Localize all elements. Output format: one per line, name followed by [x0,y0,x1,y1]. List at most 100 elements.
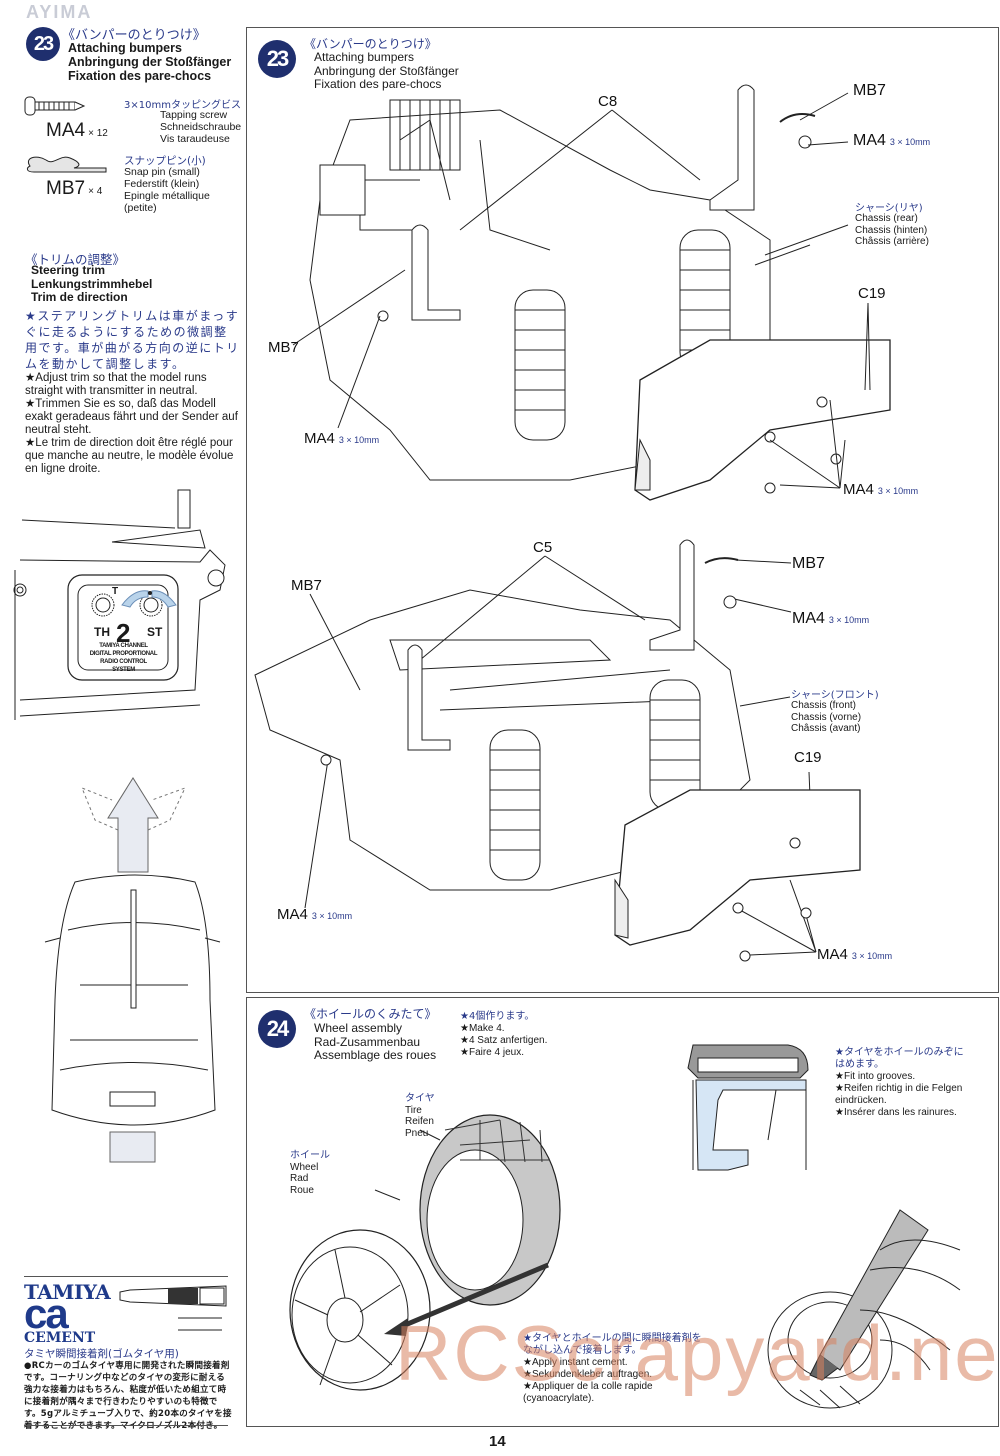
part-code: MA4 [304,430,335,447]
part-spec: 3 × 10mm [877,486,919,496]
steering-trim-knob-icon [139,593,163,617]
label-rear-mb7-left: MB7 [268,339,299,356]
tire-fr: Pneu [405,1127,429,1139]
cement-ad-brand: TAMIYA [24,1280,111,1304]
transmitter-channel-number: 2 [116,618,131,648]
part-code: MA4 [843,481,874,498]
step-23-main-badge: 23 [258,40,296,78]
part-name-de: Federstift (klein) [124,178,200,190]
transmitter-line: TAMIYA CHANNEL [99,643,148,649]
tire-wheel-illustration [289,1114,561,1391]
step-23-title-en: Attaching bumpers [68,41,182,55]
cement-ad-logo: ca [24,1290,69,1337]
part-ma4-names: Tapping screw Schneidschraube Vis taraud… [160,109,241,145]
make-note-fr: ★Faire 4 jeux. [460,1047,524,1058]
part-spec: 3 × 10mm [311,911,353,921]
step-24-make-notes: ★4個作ります。 ★Make 4. ★4 Satz anfertigen. ★F… [460,1011,547,1059]
part-code: MA4 [277,906,308,923]
part-code: MB7 [46,178,86,199]
transmitter-line: SYSTEM [112,667,135,673]
throttle-trim-knob-icon [91,593,115,617]
transmitter-line: RADIO CONTROL [100,659,147,665]
label-wheel: ホイール Wheel Rad Roue [290,1150,330,1196]
watermark: RCScrapyard.net [395,1309,1000,1397]
groove-note-de: ★Reifen richtig in die Felgen eindrücken… [835,1083,963,1106]
label-front-mb7-right: MB7 [792,555,825,572]
chassis-de: Chassis (hinten) [855,224,928,236]
cement-note-fr: ★Appliquer de la colle rapide [523,1381,653,1392]
chassis-en: Chassis (front) [791,700,857,711]
rear-shock-left [514,289,566,441]
label-rear-chassis-jp: シャーシ(リヤ) [855,203,923,214]
step-23-main-title-de: Anbringung der Stoßfänger [314,63,459,78]
part-qty: × 12 [88,128,108,139]
trim-note-en: ★Adjust trim so that the model runs stra… [25,372,207,397]
cement-note-fr-cont: (cyanoacrylate). [523,1393,595,1404]
trim-title-en: Steering trim [31,263,106,277]
part-mb7-spec: スナップピン(小) [124,155,206,167]
front-chassis-illustration [254,539,861,962]
cement-note-en: ★Apply instant cement. [523,1357,628,1368]
label-rear-mb7-right: MB7 [853,82,886,99]
label-front-chassis: Chassis (front) Chassis (vorne) Châssis … [791,700,861,735]
chassis-fr: Châssis (arrière) [855,236,929,247]
part-name-en: Tapping screw [160,109,228,121]
cement-note-de: ★Sekundenkleber auftragen. [523,1369,653,1380]
transmitter-label: TAMIYA CHANNEL DIGITAL PROPORTIONAL RADI… [76,642,171,674]
make-note-en: ★Make 4. [460,1023,505,1034]
trim-notes: ★Adjust trim so that the model runs stra… [25,372,240,476]
step-23-title-fr: Fixation des pare-chocs [68,69,212,83]
wheel-en: Wheel [290,1161,319,1173]
label-c5: C5 [533,539,553,556]
rear-chassis-illustration [309,84,891,501]
cement-ad-product: CEMENT [24,1330,96,1346]
trim-note-de: ★Trimmen Sie es so, daß das Modell exakt… [25,398,238,436]
tire-jp: タイヤ [405,1093,435,1104]
label-front-c19: C19 [794,749,822,766]
part-name-fr: Vis taraudeuse [160,133,230,145]
step-24-groove-notes: ★タイヤをホイールのみぞにはめます。 ★Fit into grooves. ★R… [835,1047,965,1119]
trim-title-de: Lenkungstrimmhebel [31,276,153,291]
tire-icon [419,1114,561,1306]
step-24-title-de: Rad-Zusammenbau [314,1034,421,1049]
step-24-panel [246,997,999,1427]
part-ma4-code: MA4× 12 [46,120,108,142]
part-spec: 3 × 10mm [338,435,380,445]
step-24-title-fr: Assemblage des roues [314,1048,437,1062]
sidebar: 23 《バンパーのとりつけ》 Attaching bumpers Anbring… [0,0,245,1456]
step-24-title-jp: 《ホイールのくみたて》 [304,1007,437,1021]
label-rear-c19: C19 [858,285,886,302]
part-mb7-code: MB7× 4 [46,178,102,200]
part-ma4-spec: 3×10mmタッピングビス [124,100,241,111]
chassis-de: Chassis (vorne) [791,711,862,723]
step-24-badge: 24 [258,1010,296,1048]
cement-ad-title-jp: タミヤ瞬間接着剤(ゴムタイヤ用) [24,1348,179,1360]
transmitter-st-label: ST [147,625,163,639]
part-code: MA4 [792,610,825,627]
wheel-fr: Roue [290,1184,314,1196]
part-qty: × 4 [88,186,103,197]
front-shock-left [489,729,541,881]
wheel-icon [289,1229,431,1391]
part-spec: 3 × 10mm [828,615,870,625]
page-number: 14 [489,1433,506,1450]
trim-title-jp: 《トリムの調整》 [25,252,126,267]
part-spec: 3 × 10mm [889,137,931,147]
groove-note-jp: ★タイヤをホイールのみぞにはめます。 [835,1047,964,1070]
label-rear-chassis: Chassis (rear) Chassis (hinten) Châssis … [855,213,929,248]
trim-note-jp: ★ステアリングトリムは車がまっすぐに走るようにするための微調整用です。車が曲がる… [25,309,240,371]
part-mb7-names: Snap pin (small) Federstift (klein) Epin… [124,166,245,214]
cement-tube-icon [119,1285,227,1331]
step-23-title-jp: 《バンパーのとりつけ》 [62,28,206,43]
label-tire: タイヤ Tire Reifen Pneu [405,1093,435,1139]
step-23-title-de: Anbringung der Stoßfänger [68,55,232,69]
wheel-de: Rad [290,1173,309,1184]
cement-tube-hand-icon [809,1209,929,1381]
step-23-titles: Attaching bumpers Anbringung der Stoßfän… [68,41,231,83]
step-23-main-title-jp: 《バンパーのとりつけ》 [304,37,437,51]
cement-ad-body-jp: ●RCカーのゴムタイヤ専用に開発された瞬間接着剤です。コーナリング中などのタイヤ… [24,1361,232,1431]
